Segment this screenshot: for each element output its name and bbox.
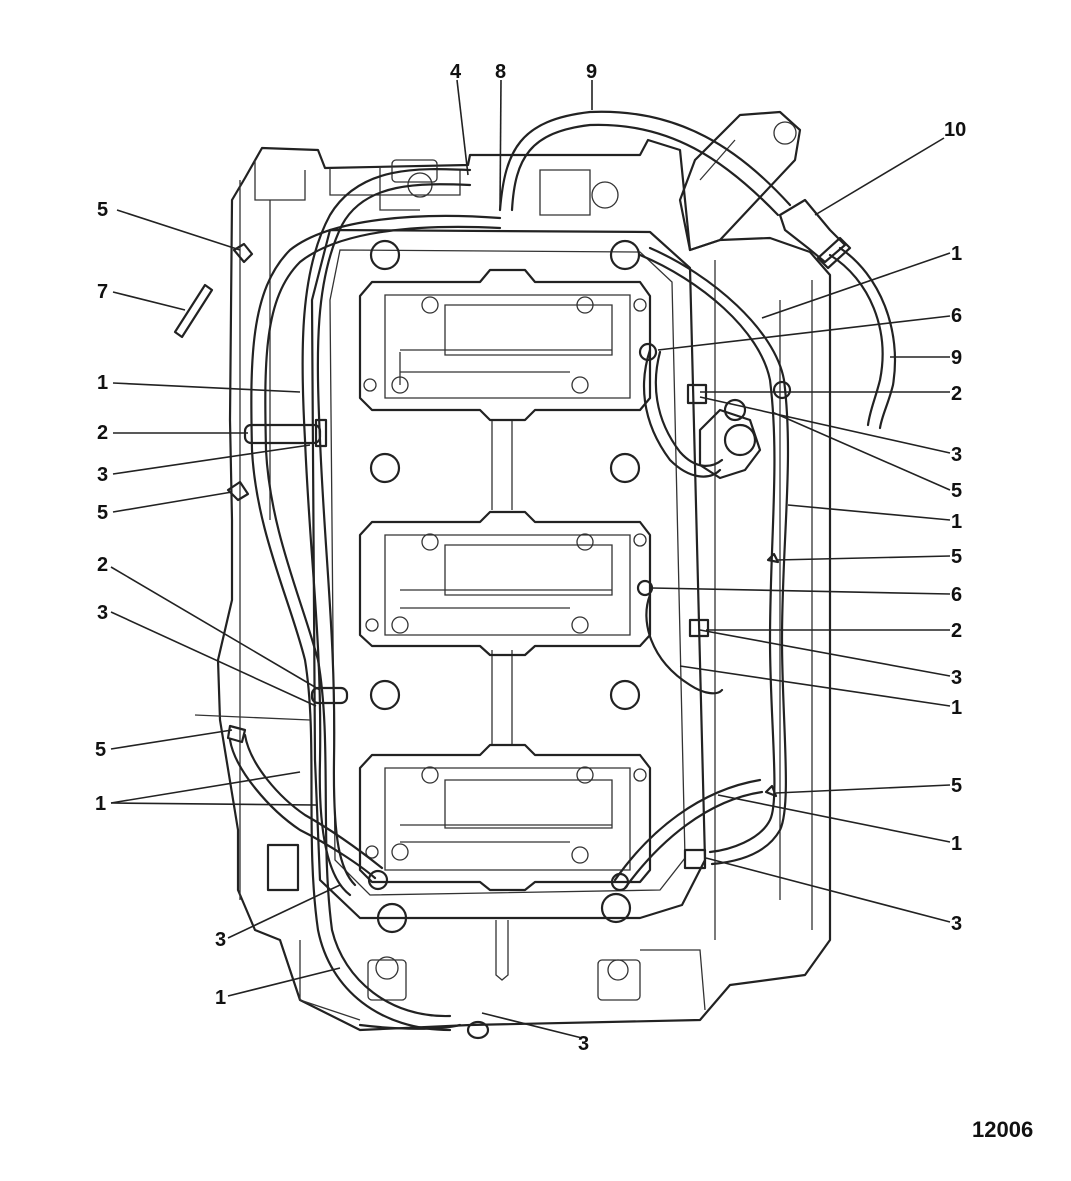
callout-label: 5	[95, 739, 106, 761]
callout-label: 1	[215, 987, 226, 1009]
callout-label: 2	[951, 383, 962, 405]
callout-label: 3	[97, 464, 108, 486]
callout-label: 2	[97, 422, 108, 444]
callout-label: 5	[97, 502, 108, 524]
callout-label: 3	[951, 667, 962, 689]
callout-label: 2	[951, 620, 962, 642]
reed-plate-top	[358, 268, 652, 422]
fittings	[173, 198, 852, 892]
callout-label: 5	[951, 546, 962, 568]
callout-label: 3	[951, 913, 962, 935]
callout-label: 9	[951, 347, 962, 369]
callout-label: 5	[97, 199, 108, 221]
hoses	[228, 110, 897, 1040]
callout-label: 9	[586, 61, 597, 83]
callout-label: 3	[951, 444, 962, 466]
reed-plate-bottom	[358, 743, 652, 892]
reed-plate-middle	[358, 510, 652, 657]
callout-label: 7	[97, 281, 108, 303]
callout-label: 4	[450, 61, 462, 83]
callout-label: 8	[495, 61, 506, 83]
engine-block	[216, 110, 832, 1032]
callout-labels: 4 8 9 10 5 7 1 6 9 2 1 2 3 3 5 5 1 5 6 2…	[95, 61, 966, 1055]
callout-label: 10	[944, 119, 966, 141]
callout-label: 6	[951, 305, 962, 327]
callout-label: 5	[951, 480, 962, 502]
figure-number: 12006	[972, 1117, 1033, 1142]
callout-label: 1	[95, 793, 106, 815]
callout-label: 1	[951, 243, 962, 265]
callout-label: 1	[951, 833, 962, 855]
callout-label: 1	[951, 511, 962, 533]
leader-lines	[110, 79, 951, 1039]
callout-label: 3	[215, 929, 226, 951]
callout-label: 1	[951, 697, 962, 719]
callout-label: 6	[951, 584, 962, 606]
callout-label: 1	[97, 372, 108, 394]
callout-label: 3	[578, 1033, 589, 1055]
callout-label: 5	[951, 775, 962, 797]
callout-label: 2	[97, 554, 108, 576]
callout-label: 3	[97, 602, 108, 624]
